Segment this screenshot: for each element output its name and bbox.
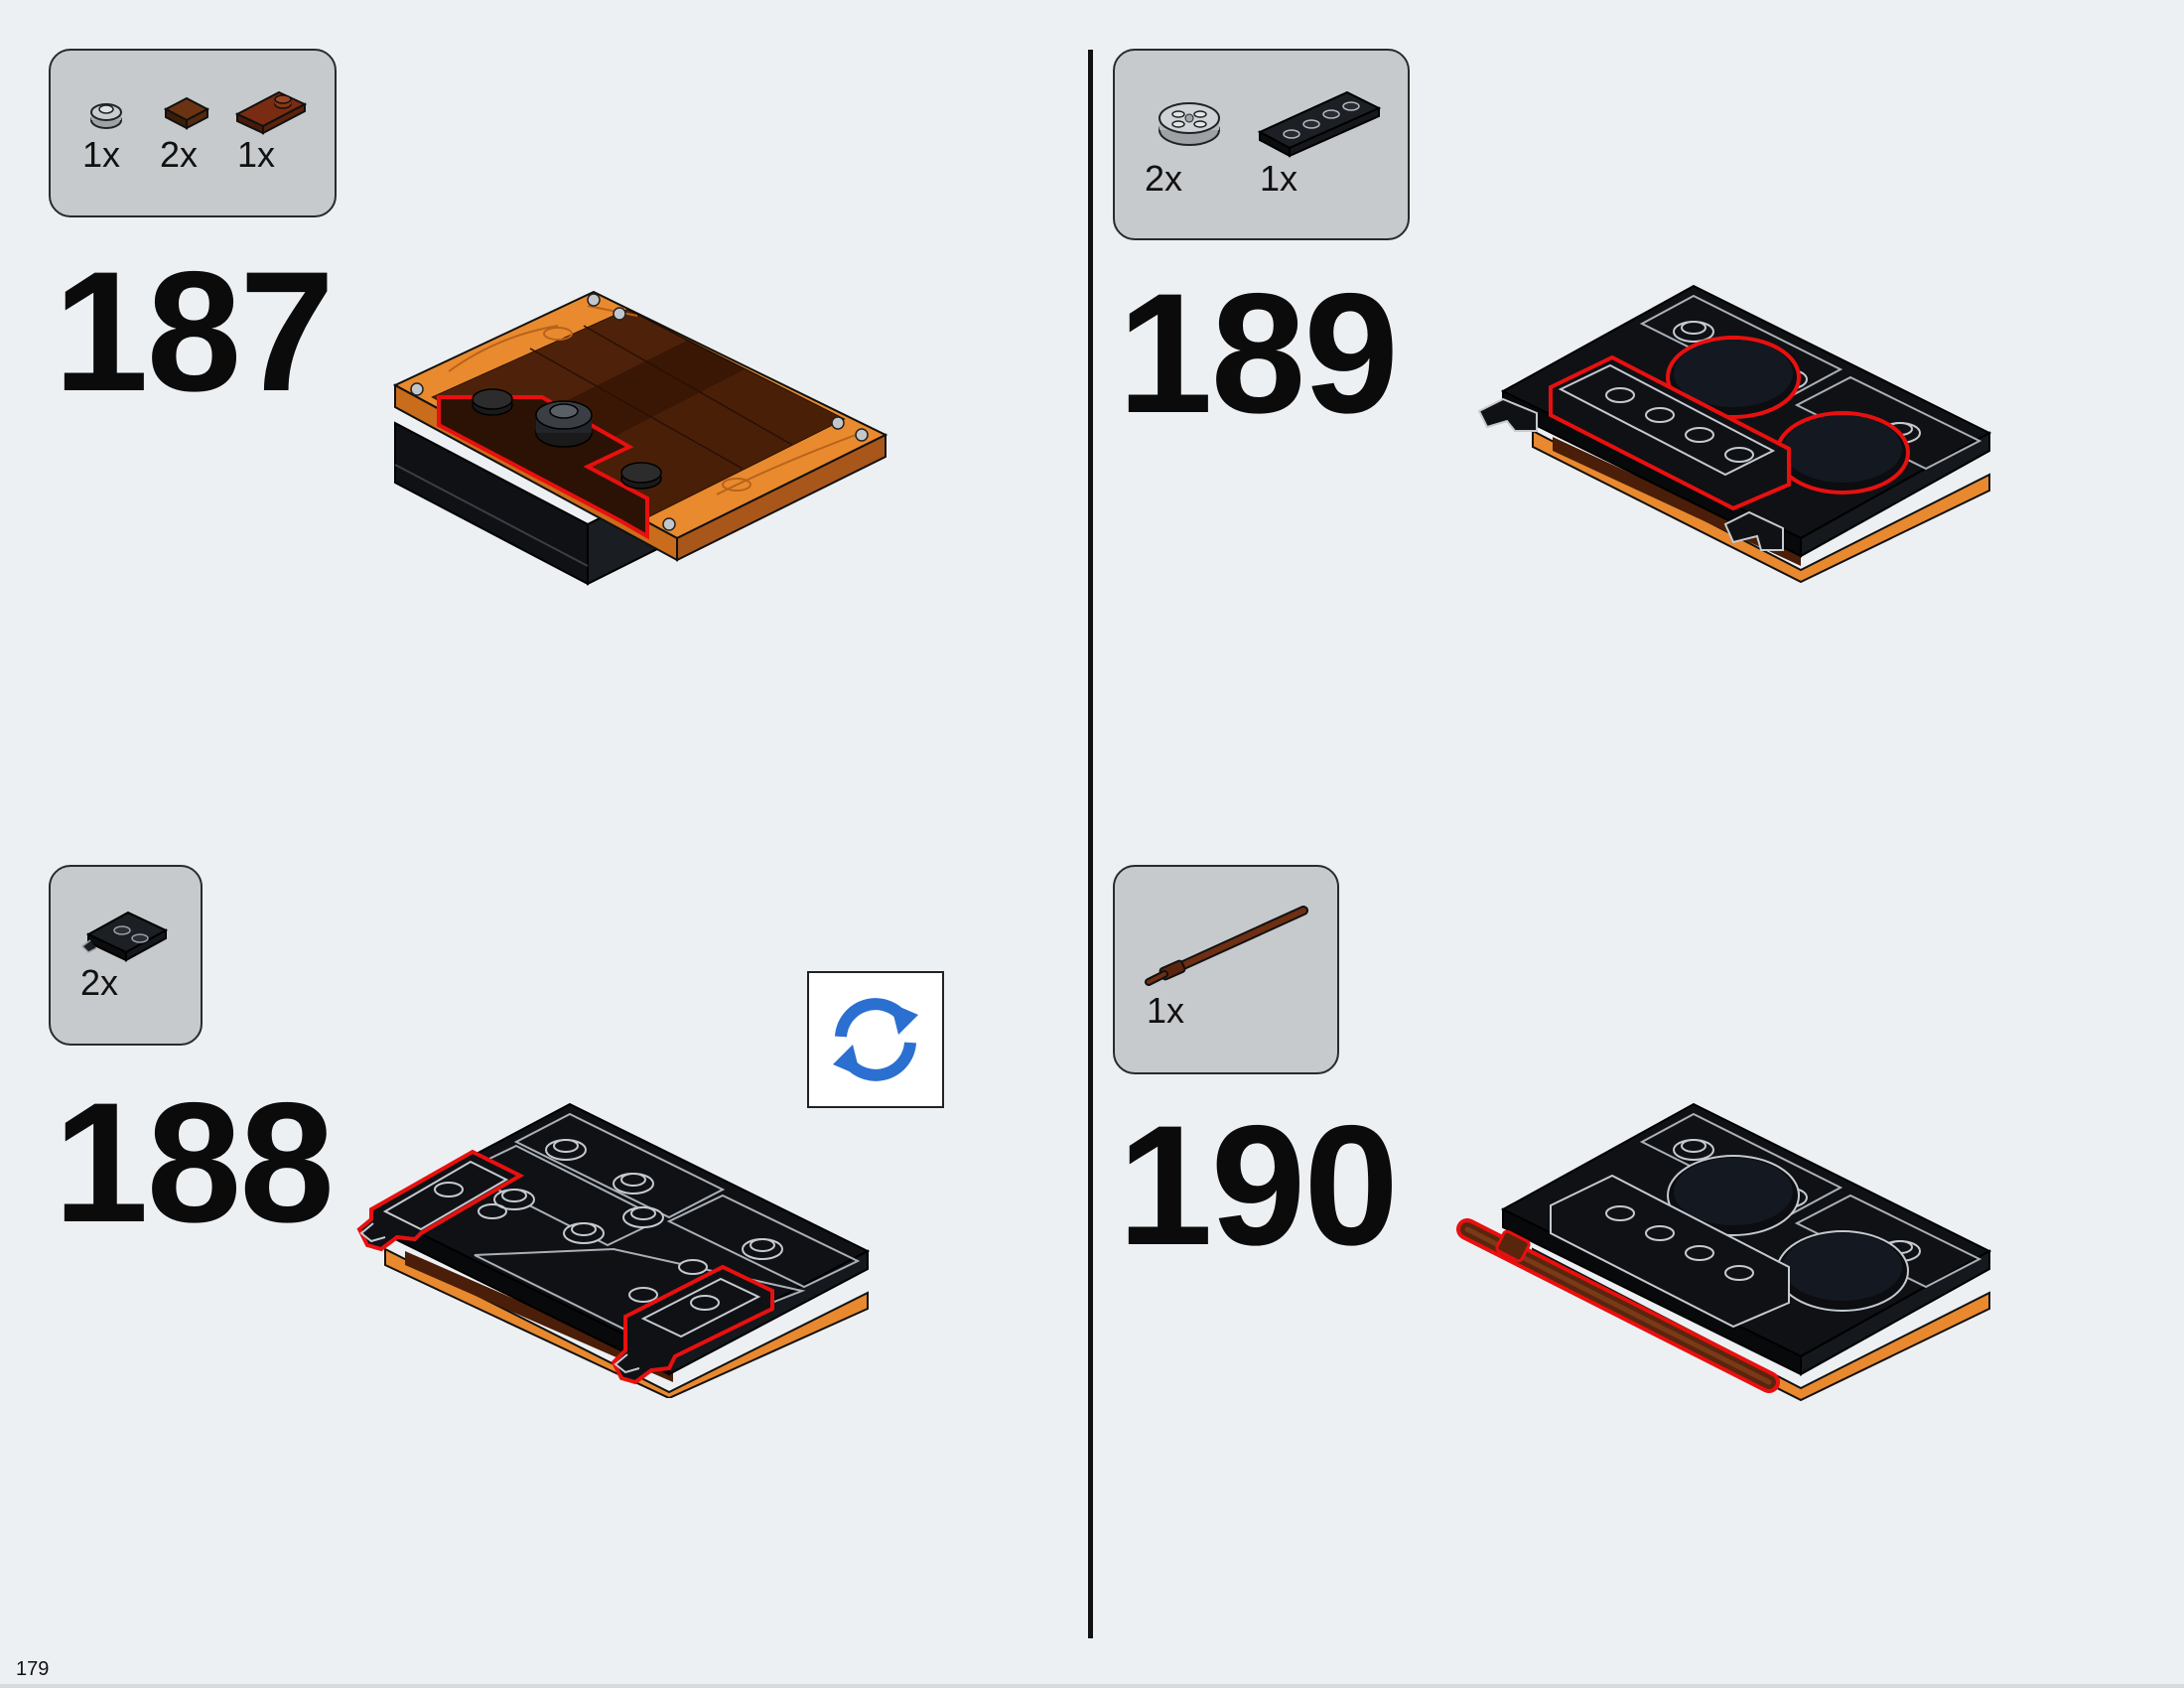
step-number-187: 187 — [54, 236, 335, 427]
parts-box-step-189: 2x 1x — [1113, 49, 1410, 240]
step-number-189: 189 — [1118, 258, 1399, 449]
part-quantity: 2x — [160, 134, 199, 175]
plate-clip-black-icon — [80, 911, 169, 962]
part-quantity: 2x — [1145, 158, 1183, 199]
part-quantity: 1x — [82, 134, 121, 175]
round-plate-2x2-grey-icon — [1159, 102, 1220, 146]
model-step-190 — [1456, 1102, 1992, 1402]
part-quantity: 1x — [1260, 158, 1298, 199]
tile-1x1-brown-icon — [163, 96, 210, 130]
part-quantity: 1x — [1147, 990, 1185, 1031]
parts-box-step-187: 1x 2x 1x — [49, 49, 337, 217]
part-quantity: 2x — [80, 962, 119, 1003]
bar-brown-icon — [1145, 906, 1308, 986]
part-quantity: 1x — [237, 134, 276, 175]
step-number-188: 188 — [54, 1067, 335, 1258]
plate-1x2-brown-icon — [234, 90, 308, 135]
page-bottom-edge — [0, 1684, 2184, 1688]
parts-box-step-190: 1x — [1113, 865, 1339, 1074]
column-divider — [1088, 50, 1093, 1638]
plate-1x4-black-icon — [1257, 90, 1382, 158]
round-plate-1x1-icon — [90, 103, 122, 129]
rotate-model-callout — [807, 971, 944, 1108]
model-step-187 — [392, 290, 888, 586]
parts-box-step-188: 2x — [49, 865, 203, 1046]
model-step-188 — [356, 1102, 871, 1398]
model-step-189 — [1477, 284, 1992, 584]
step-number-190: 190 — [1118, 1090, 1399, 1281]
rotate-model-icon — [833, 998, 918, 1081]
page-number: 179 — [16, 1658, 50, 1680]
